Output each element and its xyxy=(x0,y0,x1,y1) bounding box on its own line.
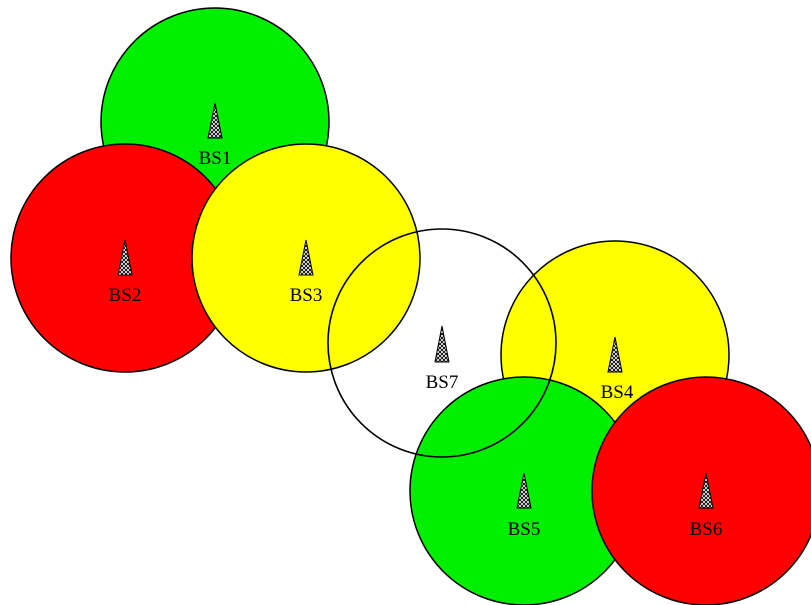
station-label-bs2: BS2 xyxy=(109,285,142,306)
antenna-tower-icon xyxy=(516,472,532,509)
antenna-tower-icon xyxy=(607,336,623,373)
antenna-tower-icon xyxy=(434,325,450,363)
station-label-bs4: BS4 xyxy=(601,382,634,403)
antenna-tower-icon xyxy=(298,239,314,276)
station-label-bs1: BS1 xyxy=(199,148,232,169)
cell-bs7 xyxy=(327,228,557,458)
cell-bs6 xyxy=(591,376,811,605)
antenna-tower-icon xyxy=(207,102,223,139)
antenna-tower-icon xyxy=(698,472,714,509)
station-label-bs5: BS5 xyxy=(508,519,541,540)
antenna-tower-icon xyxy=(117,239,133,276)
station-label-bs7: BS7 xyxy=(426,372,459,393)
station-label-bs6: BS6 xyxy=(690,519,723,540)
station-label-bs3: BS3 xyxy=(290,285,323,306)
